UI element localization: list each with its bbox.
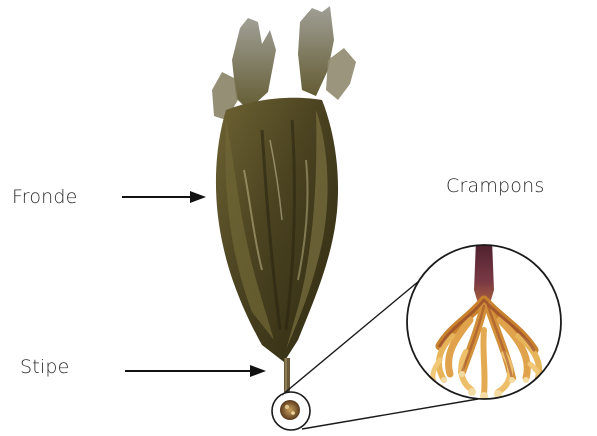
holdfast-small — [280, 400, 300, 420]
frond-tip-1 — [232, 18, 276, 110]
zoom-view — [400, 240, 570, 410]
arrow-fronde — [122, 191, 206, 203]
label-fronde: Fronde — [12, 186, 78, 208]
frond — [212, 6, 356, 362]
holdfast-spot — [291, 411, 295, 415]
holdfast-spot — [285, 405, 289, 409]
arrow-stipe — [125, 365, 266, 377]
stipe — [284, 358, 290, 392]
label-stipe: Stipe — [20, 356, 70, 378]
holdfast-bulb — [280, 400, 300, 420]
stipe-highlight — [285, 358, 287, 392]
zoom-line-bottom — [302, 399, 478, 429]
label-crampons: Crampons — [446, 175, 544, 197]
